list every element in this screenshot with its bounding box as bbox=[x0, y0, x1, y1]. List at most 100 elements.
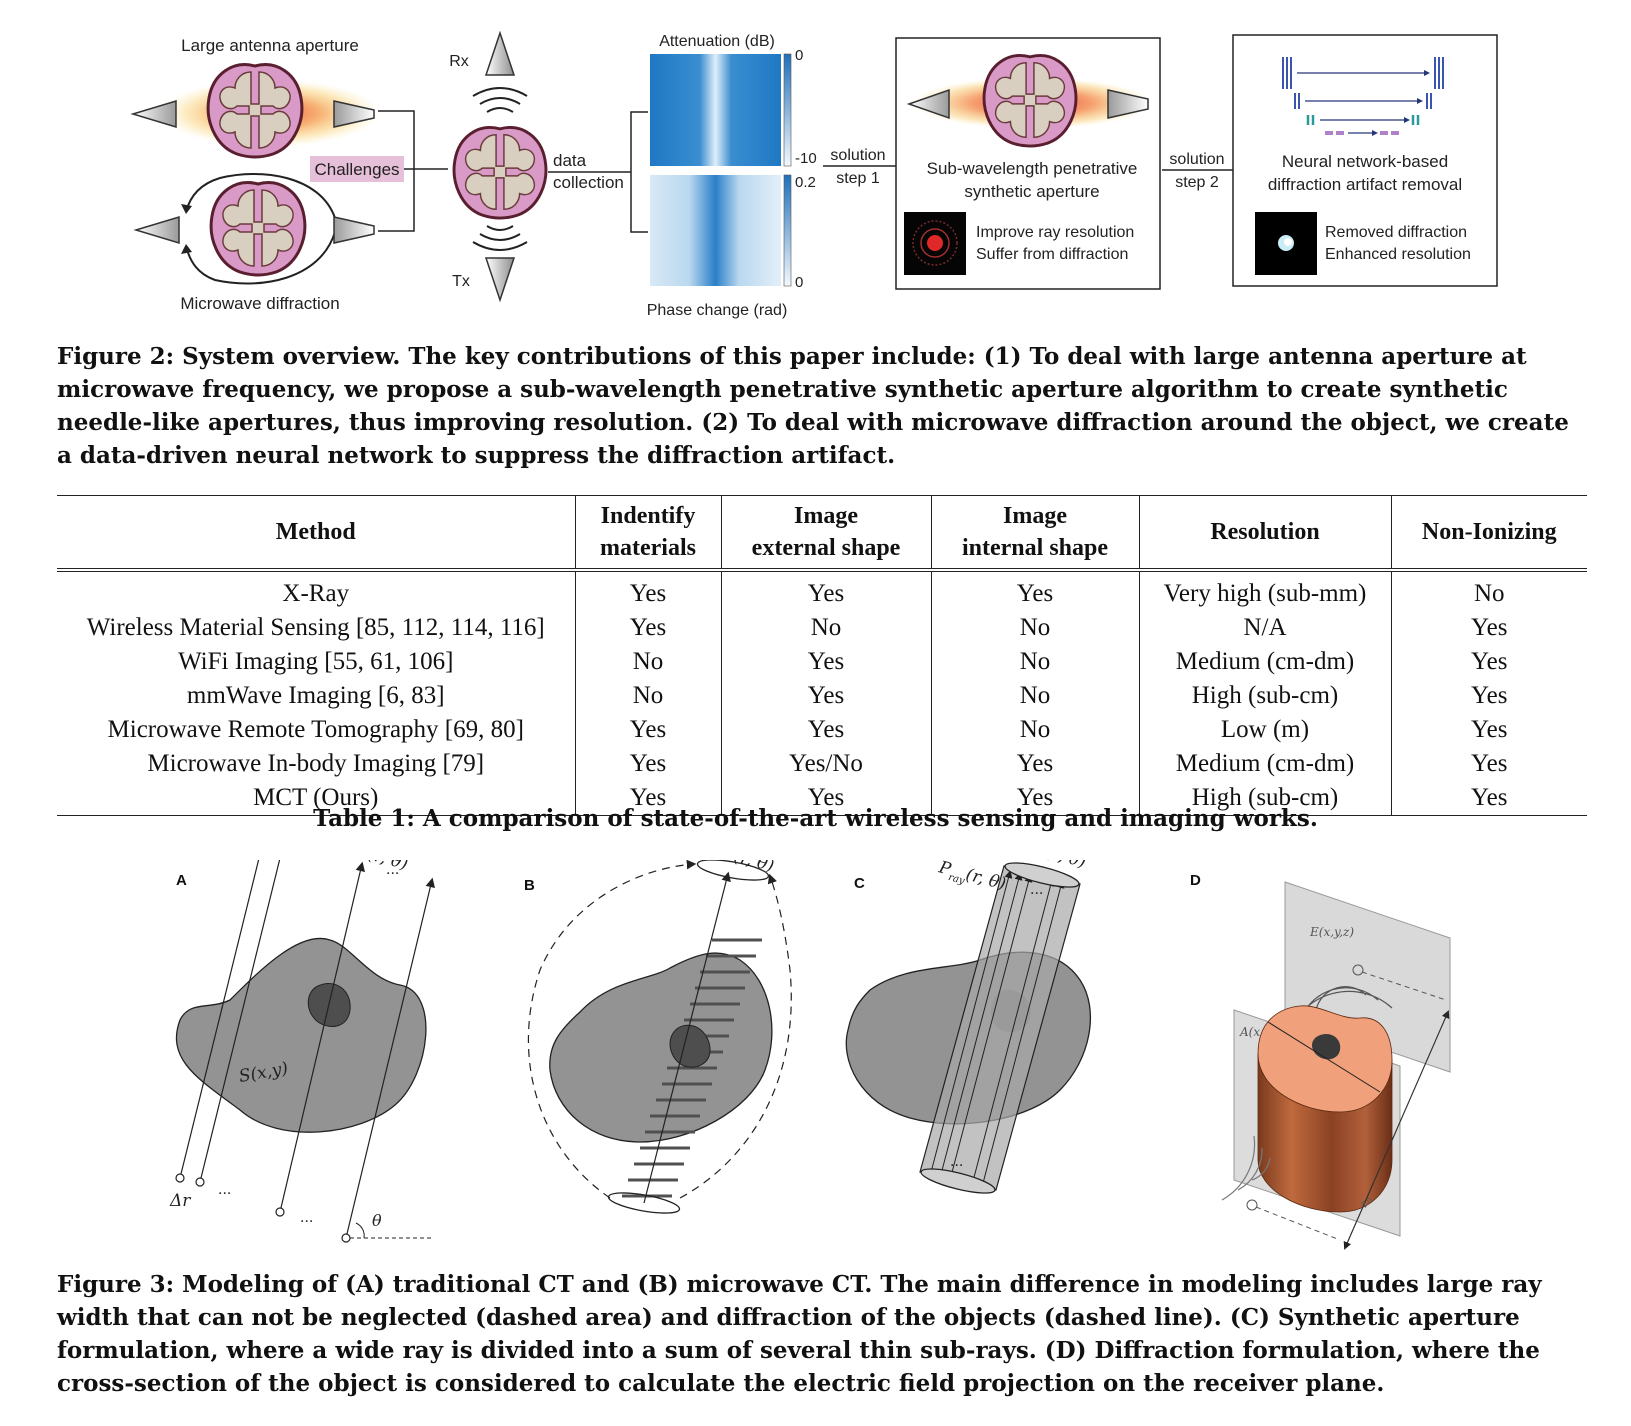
box2-note-b: Enhanced resolution bbox=[1325, 246, 1471, 263]
table-row: Microwave Remote Tomography [69, 80] Yes… bbox=[57, 713, 1587, 747]
table-cell: mmWave Imaging [6, 83] bbox=[186, 682, 445, 709]
inclusion-d bbox=[1312, 1033, 1341, 1060]
label-solution1-a: solution bbox=[830, 147, 885, 164]
label-data: data bbox=[553, 151, 587, 170]
object-shape-b bbox=[549, 952, 773, 1143]
center-ray-b bbox=[643, 871, 731, 1204]
antenna-left-box1 bbox=[906, 88, 950, 120]
table-row: mmWave Imaging [6, 83] No Yes No High (s… bbox=[57, 679, 1587, 713]
label-pray: Pray(r, θ) bbox=[935, 860, 1008, 897]
table-cell: High (sub-cm) bbox=[1138, 679, 1391, 713]
diffraction-path-left bbox=[527, 860, 697, 1199]
table-cell: Yes bbox=[720, 570, 931, 611]
phase-colorbar bbox=[783, 174, 792, 287]
receiver-ellipse-c bbox=[1004, 862, 1080, 888]
thumbnail-ring bbox=[920, 228, 950, 258]
cut-off-body-text bbox=[57, 1412, 1587, 1426]
table-row: Microwave In-body Imaging [79] Yes Yes/N… bbox=[57, 747, 1587, 781]
box1-note-b: Suffer from diffraction bbox=[976, 246, 1128, 263]
diffraction-arc-top bbox=[185, 173, 336, 219]
table-cell: No bbox=[720, 611, 931, 645]
table-cell: Microwave Remote Tomography [69, 80] bbox=[107, 716, 524, 743]
table-cell: Yes bbox=[1390, 713, 1587, 747]
table-cell: Yes bbox=[1390, 645, 1587, 679]
label-attenuation: Attenuation (dB) bbox=[659, 33, 775, 50]
receiver-point bbox=[1352, 964, 1364, 976]
header-method: Method bbox=[57, 495, 575, 570]
cross-section-box1 bbox=[982, 54, 1078, 148]
table-cell: Yes bbox=[574, 781, 721, 816]
table-cell: N/A bbox=[1138, 611, 1391, 645]
figure-3-modeling: A ... ... ... ... P(r, θ) S(x,y) Δr θ B … bbox=[169, 860, 1451, 1250]
colorbar-att-bottom: -10 bbox=[795, 150, 817, 167]
antenna-left-top bbox=[130, 99, 177, 129]
transmitter-point bbox=[1246, 1199, 1258, 1211]
label-large-antenna-aperture: Large antenna aperture bbox=[181, 36, 359, 55]
label-rx: Rx bbox=[449, 53, 469, 70]
label-solution2-b: step 2 bbox=[1175, 174, 1219, 191]
header-non-ionizing: Non-Ionizing bbox=[1390, 495, 1587, 570]
dots: ... bbox=[218, 1182, 231, 1198]
table-cell: Yes bbox=[720, 713, 931, 747]
cross-section-center bbox=[452, 126, 548, 220]
cross-section-line bbox=[1267, 1021, 1381, 1093]
label-tx: Tx bbox=[452, 273, 470, 290]
header-resolution: Resolution bbox=[1138, 495, 1391, 570]
table-cell: No bbox=[930, 713, 1139, 747]
table-row: MCT (Ours) Yes Yes Yes High (sub-cm) Yes bbox=[57, 781, 1587, 816]
table-cell: Yes bbox=[574, 747, 721, 781]
arrowhead bbox=[181, 204, 192, 214]
table-cell: Yes/No bbox=[720, 747, 931, 781]
unet-diagram-icon bbox=[1282, 57, 1444, 136]
table-cell: Wireless Material Sensing [85, 112, 114,… bbox=[86, 614, 545, 641]
transmitter-ellipse-c bbox=[920, 1168, 996, 1194]
attenuation-heatmap bbox=[650, 54, 781, 166]
panel-label-a: A bbox=[176, 872, 187, 889]
table-cell: Low (m) bbox=[1138, 713, 1391, 747]
panel-label-d: D bbox=[1190, 872, 1201, 889]
colorbar-att-top: 0 bbox=[795, 47, 803, 64]
wavefronts-transmitter bbox=[1221, 1135, 1271, 1201]
angle-arc bbox=[355, 1222, 365, 1239]
label-p-b: P(r, θ) bbox=[720, 860, 776, 876]
table-cell: High (sub-cm) bbox=[1138, 781, 1391, 816]
arrowhead bbox=[181, 244, 192, 254]
diffraction-arc-bottom bbox=[185, 231, 336, 285]
tx-waves bbox=[472, 225, 528, 251]
antenna-left-bottom bbox=[133, 215, 180, 245]
table-cell: Yes bbox=[1390, 781, 1587, 816]
cross-section-bottom bbox=[209, 181, 307, 277]
diffraction-path-right bbox=[679, 873, 792, 1199]
panel-label-c: C bbox=[854, 875, 865, 892]
table-cell: No bbox=[930, 611, 1139, 645]
label-solution1-b: step 1 bbox=[836, 170, 880, 187]
colorbar-phase-top: 0.2 bbox=[795, 174, 816, 191]
label-e: E(x,y,z) bbox=[1309, 925, 1354, 939]
label-phase: Phase change (rad) bbox=[647, 302, 788, 319]
table-cell: Medium (cm-dm) bbox=[1138, 747, 1391, 781]
table-cell: Yes bbox=[1390, 679, 1587, 713]
table-row: X-Ray Yes Yes Yes Very high (sub-mm) No bbox=[57, 570, 1587, 611]
label-solution2-a: solution bbox=[1169, 151, 1224, 168]
label-collection: collection bbox=[553, 173, 624, 192]
dots: ... bbox=[386, 862, 399, 878]
table-cell: Yes bbox=[930, 747, 1139, 781]
table-row: Wireless Material Sensing [85, 112, 114,… bbox=[57, 611, 1587, 645]
dots: ... bbox=[950, 1154, 963, 1170]
data-bracket bbox=[630, 111, 648, 233]
antenna-right-bottom bbox=[333, 216, 375, 244]
table-cell: Very high (sub-mm) bbox=[1138, 570, 1391, 611]
sub-rays bbox=[929, 870, 1065, 1188]
panel-label-b: B bbox=[524, 877, 535, 894]
table-cell: Medium (cm-dm) bbox=[1138, 645, 1391, 679]
antenna-right-box1 bbox=[1107, 89, 1149, 119]
table-cell: Microwave In-body Imaging [79] bbox=[147, 750, 485, 777]
label-delta-r: Δr bbox=[169, 1191, 191, 1211]
figure-2-system-overview: Large antenna aperture Microwave diffrac… bbox=[130, 30, 1498, 319]
table-row: WiFi Imaging [55, 61, 106] No Yes No Med… bbox=[57, 645, 1587, 679]
box2-note-a: Removed diffraction bbox=[1325, 224, 1467, 241]
thumbnail-core bbox=[927, 235, 943, 251]
table-cell: No bbox=[574, 645, 721, 679]
